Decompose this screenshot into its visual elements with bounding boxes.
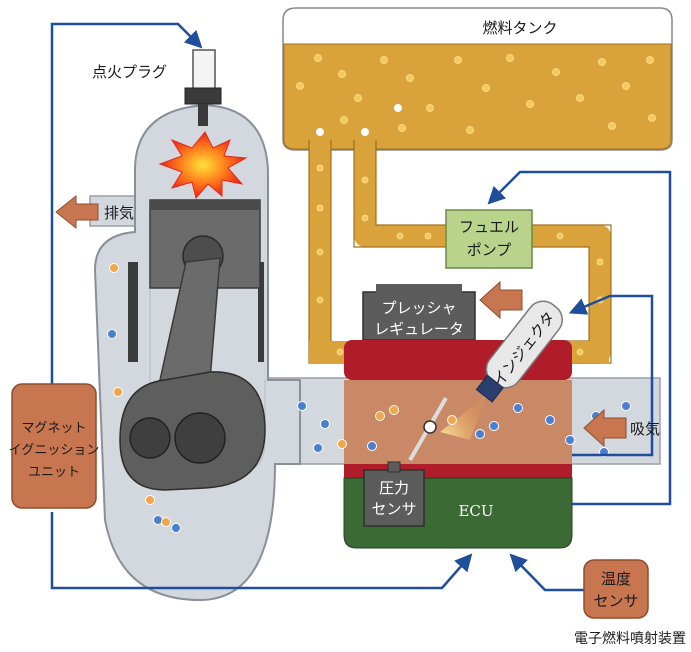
magneto-label-1: マグネット	[21, 421, 86, 436]
combustion-flame-icon	[158, 131, 248, 200]
pressure-sensor-label-2: センサ	[371, 500, 416, 518]
intake-label: 吸気	[630, 420, 660, 438]
magneto-label-3: ユニット	[28, 465, 80, 480]
throttle-pivot	[423, 420, 437, 434]
pressure-sensor-port	[387, 461, 401, 473]
crank-journal-right	[174, 412, 226, 464]
pressure-sensor-label-1: 圧力	[379, 479, 409, 497]
magneto-label-2: イグニッション	[9, 443, 100, 458]
injector-spray	[440, 392, 488, 440]
fuel-bubbles-white	[316, 104, 402, 136]
spark-plug-tip	[198, 104, 208, 126]
exhaust-arrow-icon	[55, 194, 99, 230]
pressure-regulator-top	[376, 284, 462, 294]
diagram-caption: 電子燃料噴射装置	[574, 630, 686, 647]
injector	[475, 300, 563, 403]
intake-arrow-icon	[583, 408, 627, 448]
ecu-label: ECU	[458, 502, 493, 520]
regulator-label-1: プレッシャ	[381, 299, 456, 317]
fuel-bubbles	[296, 54, 656, 356]
piston-top	[150, 200, 260, 210]
cylinder-wall-left	[128, 262, 138, 362]
fuel-pump-label-2: ポンプ	[467, 241, 512, 259]
pressure-regulator	[362, 291, 476, 341]
fuel-pump	[445, 209, 533, 269]
regulator-label-2: レギュレータ	[374, 320, 464, 338]
pressure-sensor	[363, 469, 425, 527]
temp-sensor-label-2: センサ	[593, 592, 638, 610]
exhaust-label: 排気	[104, 204, 134, 222]
cylinder-wall-right	[258, 262, 264, 362]
fuel-tank-fuel	[283, 43, 672, 150]
spark-plug-insulator	[192, 49, 216, 91]
spark-plug-hex	[184, 87, 222, 105]
temperature-sensor	[583, 559, 649, 619]
regulator-arrow-icon	[479, 280, 523, 320]
spark-plug-label: 点火プラグ	[92, 63, 167, 81]
fuel-mist-particles	[109, 263, 457, 527]
temp-sensor-label-1: 温度	[601, 570, 631, 588]
fuel-pump-label-1: フュエル	[459, 218, 519, 236]
crank-journal-left	[129, 417, 171, 459]
signal-lines	[50, 22, 672, 592]
magneto-ignition-unit	[11, 383, 97, 509]
fuel-tank-label: 燃料タンク	[482, 19, 557, 37]
